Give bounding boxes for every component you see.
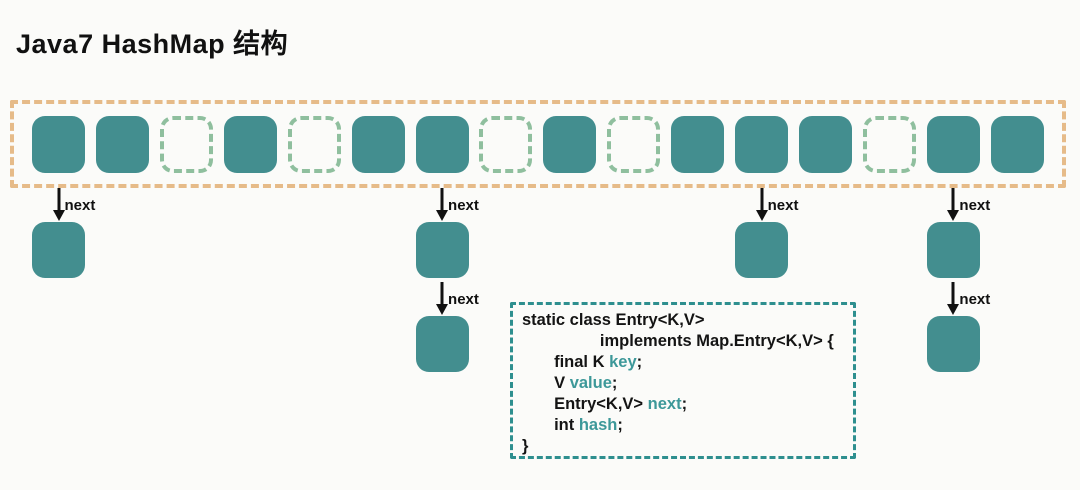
code-line-1: static class Entry<K,V> [522,310,853,331]
code-text: int [522,416,579,434]
bucket-cell-9-empty [607,115,661,173]
code-line-4: V value; [522,373,853,394]
entry-node [415,222,469,278]
code-text: Entry<K,V> [522,395,648,413]
next-label: next [64,197,96,214]
next-label: next [448,291,479,308]
bucket-cell-13-empty [862,115,916,173]
bucket-cell-12-filled [799,115,853,173]
bucket-cell-8-filled [543,115,597,173]
next-arrow: next [735,188,798,222]
code-text: ; [681,395,688,413]
code-lines: static class Entry<K,V> implements Map.E… [522,310,853,457]
next-label: next [959,197,991,214]
bucket-cell-14-filled [926,115,980,173]
code-field-name: next [647,395,682,413]
arrow-shaft [760,188,764,212]
entry-node [415,316,469,372]
bucket-cell-7-empty [479,115,533,173]
bucket-cell-1-filled [95,115,149,173]
next-label: next [448,197,479,214]
code-text: implements Map.Entry<K,V> { [522,332,834,350]
next-label: next [959,291,991,308]
entry-node [735,222,789,278]
bucket-cell-11-filled [735,115,789,173]
arrow-shaft [440,282,444,306]
entry-node [926,316,980,372]
bucket-chain-14: next next [926,188,990,372]
bucket-cell-6-filled [415,115,469,173]
bucket-array [10,100,1066,188]
arrow-shaft [951,188,955,212]
next-arrow: next [926,188,990,222]
arrow-shaft [951,282,955,306]
bucket-cell-5-filled [351,115,405,173]
bucket-chain-6: next next [415,188,479,372]
entry-node [926,222,980,278]
code-text: ; [617,416,623,434]
entry-class-code-box: static class Entry<K,V> implements Map.E… [510,302,856,459]
code-text: final K [522,353,610,371]
code-field-name: hash [578,416,618,434]
code-field-name: key [609,353,637,371]
arrow-head-icon [947,210,960,221]
next-arrow: next [32,188,95,222]
bucket-cell-4-empty [287,115,341,173]
bucket-cell-2-empty [159,115,213,173]
arrow-shaft [57,188,60,212]
code-text: V [522,374,570,392]
code-line-6: int hash; [522,415,853,436]
code-text: ; [611,374,618,392]
code-line-5: Entry<K,V> next; [522,394,853,415]
code-line-2: implements Map.Entry<K,V> { [522,331,853,352]
code-text: } [522,437,529,455]
bucket-cell-3-filled [223,115,277,173]
arrow-head-icon [755,210,768,221]
next-arrow: next [415,282,479,316]
next-label: next [767,197,799,214]
arrow-head-icon [436,304,449,315]
page-title: Java7 HashMap 结构 [16,29,289,59]
arrow-shaft [440,188,444,212]
bucket-chain-0: next [32,188,95,278]
code-field-name: value [569,374,612,392]
entry-node [32,222,85,278]
next-arrow: next [415,188,479,222]
bucket-cell-15-filled [990,115,1044,173]
next-arrow: next [926,282,990,316]
bucket-cell-10-filled [671,115,725,173]
arrow-head-icon [52,210,65,221]
code-line-7: } [522,436,853,457]
arrow-head-icon [436,210,449,221]
bucket-chain-11: next [735,188,798,278]
code-text: ; [636,353,643,371]
code-line-3: final K key; [522,352,853,373]
code-text: static class Entry<K,V> [522,311,705,329]
arrow-head-icon [947,304,960,315]
bucket-cell-0-filled [32,115,85,173]
